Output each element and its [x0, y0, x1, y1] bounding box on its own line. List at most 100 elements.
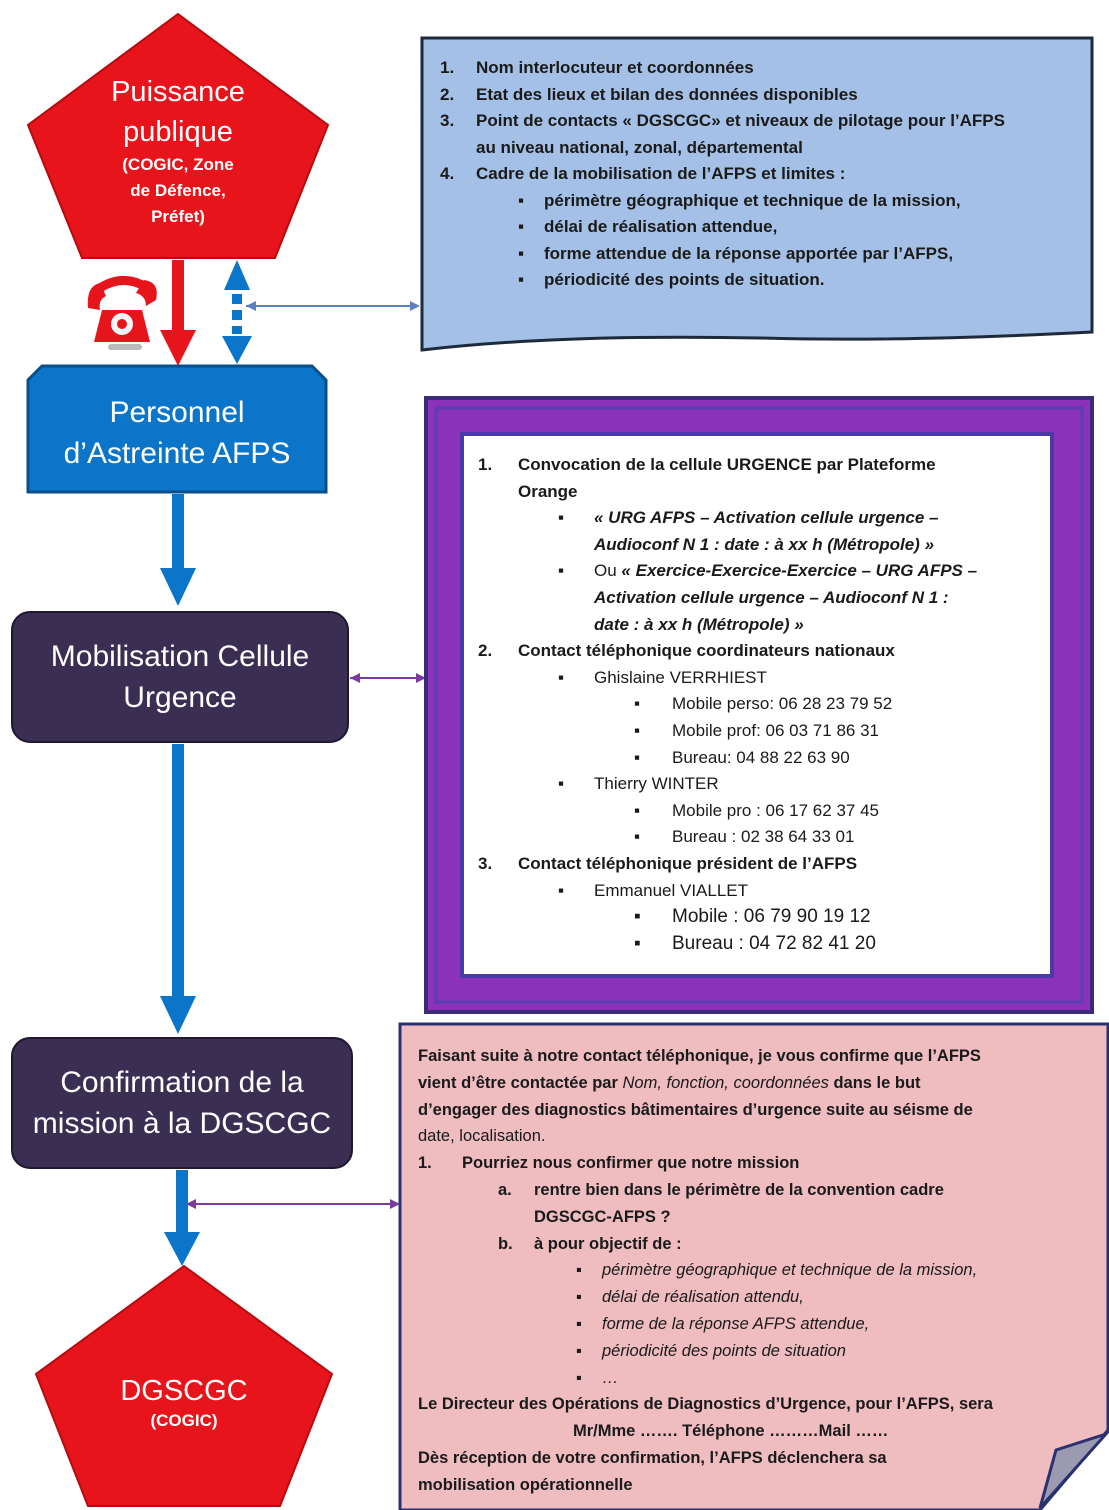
bullet-dot: ▪: [576, 1341, 582, 1360]
panel3-bullet-text: périodicité des points de situation: [602, 1341, 846, 1360]
panel2-text: 1. Convocation de la cellule URGENCE par…: [478, 452, 1044, 957]
panel1-bullet: ▪ périodicité des points de situation.: [440, 267, 1080, 294]
mobilisation-box: [11, 611, 349, 743]
arrow-mobilisation-to-confirmation: [160, 744, 196, 1034]
panel2-phone: ▪ Mobile prof: 06 03 71 86 31: [478, 718, 1044, 745]
panel3-a-l2: DGSCGC-AFPS ?: [534, 1207, 671, 1226]
panel2-conv2-l3: date : à xx h (Métropole) »: [594, 614, 804, 634]
panel1-item-num: 2.: [440, 84, 455, 104]
panel1-item-num: 1.: [440, 58, 455, 77]
panel3-bullet: ▪ périodicité des points de situation: [418, 1338, 1098, 1365]
panel3-bullet-text: périmètre géographique et technique de l…: [602, 1261, 978, 1280]
panel1-bullet-text: délai de réalisation attendue,: [544, 217, 778, 236]
panel3-intro-1: Faisant suite à notre contact téléphoniq…: [418, 1047, 981, 1065]
panel3-a-l1: rentre bien dans le périmètre de la conv…: [534, 1180, 944, 1199]
mobilisation-line-1: Mobilisation Cellule: [50, 640, 310, 673]
bullet-dot: ▪: [634, 932, 641, 954]
panel3-text: Faisant suite à notre contact téléphoniq…: [418, 1043, 1098, 1499]
bullet-dot: ▪: [634, 747, 641, 767]
astreinte-line-2: d’Astreinte AFPS: [63, 437, 291, 470]
panel1-background: [420, 36, 1094, 352]
panel3-end-1: Dès réception de votre confirmation, l’A…: [418, 1448, 887, 1467]
confirmation-label: Confirmation de la mission à la DGSCGC: [12, 1062, 352, 1144]
panel3-a-num: a.: [498, 1180, 512, 1199]
panel1-item-text: au niveau national, zonal, départemental: [476, 137, 803, 157]
panel2-item3-text: Contact téléphonique président de l’AFPS: [518, 853, 858, 873]
panel2-phone: ▪ Mobile : 06 79 90 19 12: [478, 904, 1044, 931]
phone-text: Mobile pro : 06 17 62 37 45: [672, 800, 879, 820]
bullet-dot: ▪: [634, 800, 641, 820]
panel2-phone: ▪ Bureau : 04 72 82 41 20: [478, 931, 1044, 958]
panel1-item-text: Nom interlocuteur et coordonnées: [476, 58, 754, 77]
panel3-bullet: ▪ …: [418, 1365, 1098, 1392]
astreinte-label: Personnel d’Astreinte AFPS: [28, 392, 326, 474]
panel3-b-num: b.: [498, 1234, 513, 1253]
panel1-item-num: 3.: [440, 111, 455, 130]
panel3-intro-2a: vient d’être contactée par: [418, 1073, 623, 1092]
panel1-bullet: ▪ périmètre géographique et technique de…: [440, 188, 1080, 215]
panel2-item-num: 2.: [478, 641, 493, 661]
panel2-item-num: 3.: [478, 853, 493, 873]
panel2-conv1-l1: « URG AFPS – Activation cellule urgence …: [594, 508, 939, 528]
panel3-bullet: ▪ forme de la réponse AFPS attendue,: [418, 1311, 1098, 1338]
panel1-item-text: Etat des lieux et bilan des données disp…: [476, 84, 858, 104]
bullet-dot: ▪: [558, 774, 565, 794]
dgscgc-subtitle: (COGIC): [150, 1411, 218, 1430]
bullet-dot: ▪: [576, 1261, 582, 1280]
panel1-item-text: Point de contacts « DGSCGC» et niveaux d…: [476, 111, 1005, 130]
bullet-dot: ▪: [558, 880, 565, 900]
dgscgc-title: DGSCGC: [120, 1375, 248, 1407]
puissance-title-2: publique: [123, 116, 233, 148]
bullet-dot: ▪: [518, 270, 525, 289]
bullet-dot: ▪: [634, 906, 641, 928]
bullet-dot: ▪: [518, 190, 525, 210]
panel3-answer-b: b. à pour objectif de :: [418, 1231, 1098, 1258]
panel3-q-num: 1.: [418, 1154, 432, 1173]
panel2-item2-text: Contact téléphonique coordinateurs natio…: [518, 641, 895, 661]
panel3-intro-4: date, localisation.: [418, 1127, 546, 1146]
mobilisation-line-2: Urgence: [123, 681, 237, 714]
panel3-bullet: ▪ périmètre géographique et technique de…: [418, 1257, 1098, 1284]
panel2-person-3: ▪ Emmanuel VIALLET: [478, 878, 1044, 905]
panel2-conv1-l2: Audioconf N 1 : date : à xx h (Métropole…: [594, 534, 935, 554]
panel1-bullet-text: forme attendue de la réponse apportée pa…: [544, 243, 954, 263]
panel3-question: 1. Pourriez nous confirmer que notre mis…: [418, 1150, 1098, 1177]
panel3-bullet-text: …: [602, 1368, 619, 1387]
panel3-intro-2b: Nom, fonction, coordonnées: [622, 1073, 829, 1092]
panel1-item: 4. Cadre de la mobilisation de l’AFPS et…: [440, 161, 1080, 188]
panel2-item-1: 1. Convocation de la cellule URGENCE par…: [478, 452, 1044, 505]
arrow-confirmation-to-dgscgc: [164, 1170, 200, 1266]
bullet-dot: ▪: [558, 508, 565, 528]
panel3-bullet-text: délai de réalisation attendu,: [602, 1288, 804, 1307]
puissance-subtitle: (COGIC, Zone de Défence, Préfet): [122, 155, 234, 226]
person1-name: Ghislaine VERRHIEST: [594, 667, 767, 687]
panel2-item-num: 1.: [478, 455, 493, 474]
bullet-dot: ▪: [558, 561, 565, 581]
panel1-bullet-text: périmètre géographique et technique de l…: [544, 190, 961, 210]
panel1-item-num: 4.: [440, 164, 455, 183]
bullet-dot: ▪: [576, 1314, 582, 1333]
phone-text: Mobile perso: 06 28 23 79 52: [672, 694, 893, 714]
folded-corner: [1038, 1431, 1109, 1509]
arrow-astreinte-to-mobilisation: [160, 494, 196, 606]
panel2-item-3: 3. Contact téléphonique président de l’A…: [478, 851, 1044, 878]
astreinte-box: [26, 364, 328, 494]
panel3-b-text: à pour objectif de :: [534, 1234, 682, 1253]
panel3-bullet-text: forme de la réponse AFPS attendue,: [602, 1314, 870, 1333]
panel3-intro-2: vient d’être contactée par Nom, fonction…: [418, 1070, 1098, 1097]
confirmation-box: [11, 1037, 353, 1169]
panel1-item: 2. Etat des lieux et bilan des données d…: [440, 82, 1080, 109]
bullet-dot: ▪: [518, 217, 525, 236]
panel3-answer-a: a. rentre bien dans le périmètre de la c…: [418, 1177, 1098, 1231]
panel2-phone: ▪ Bureau: 04 88 22 63 90: [478, 745, 1044, 772]
puissance-publique-pentagon: [26, 12, 330, 259]
person3-name: Emmanuel VIALLET: [594, 880, 749, 900]
bullet-dot: ▪: [634, 694, 641, 714]
dgscgc-pentagon: [34, 1264, 334, 1507]
panel3-bullet: ▪ délai de réalisation attendu,: [418, 1284, 1098, 1311]
connector-panel3: [186, 1199, 400, 1209]
panel2-phone: ▪ Bureau : 02 38 64 33 01: [478, 824, 1044, 851]
phone-text: Mobile : 06 79 90 19 12: [672, 906, 871, 928]
panel2-conv-2: ▪ Ou « Exercice-Exercice-Exercice – URG …: [478, 558, 1044, 638]
